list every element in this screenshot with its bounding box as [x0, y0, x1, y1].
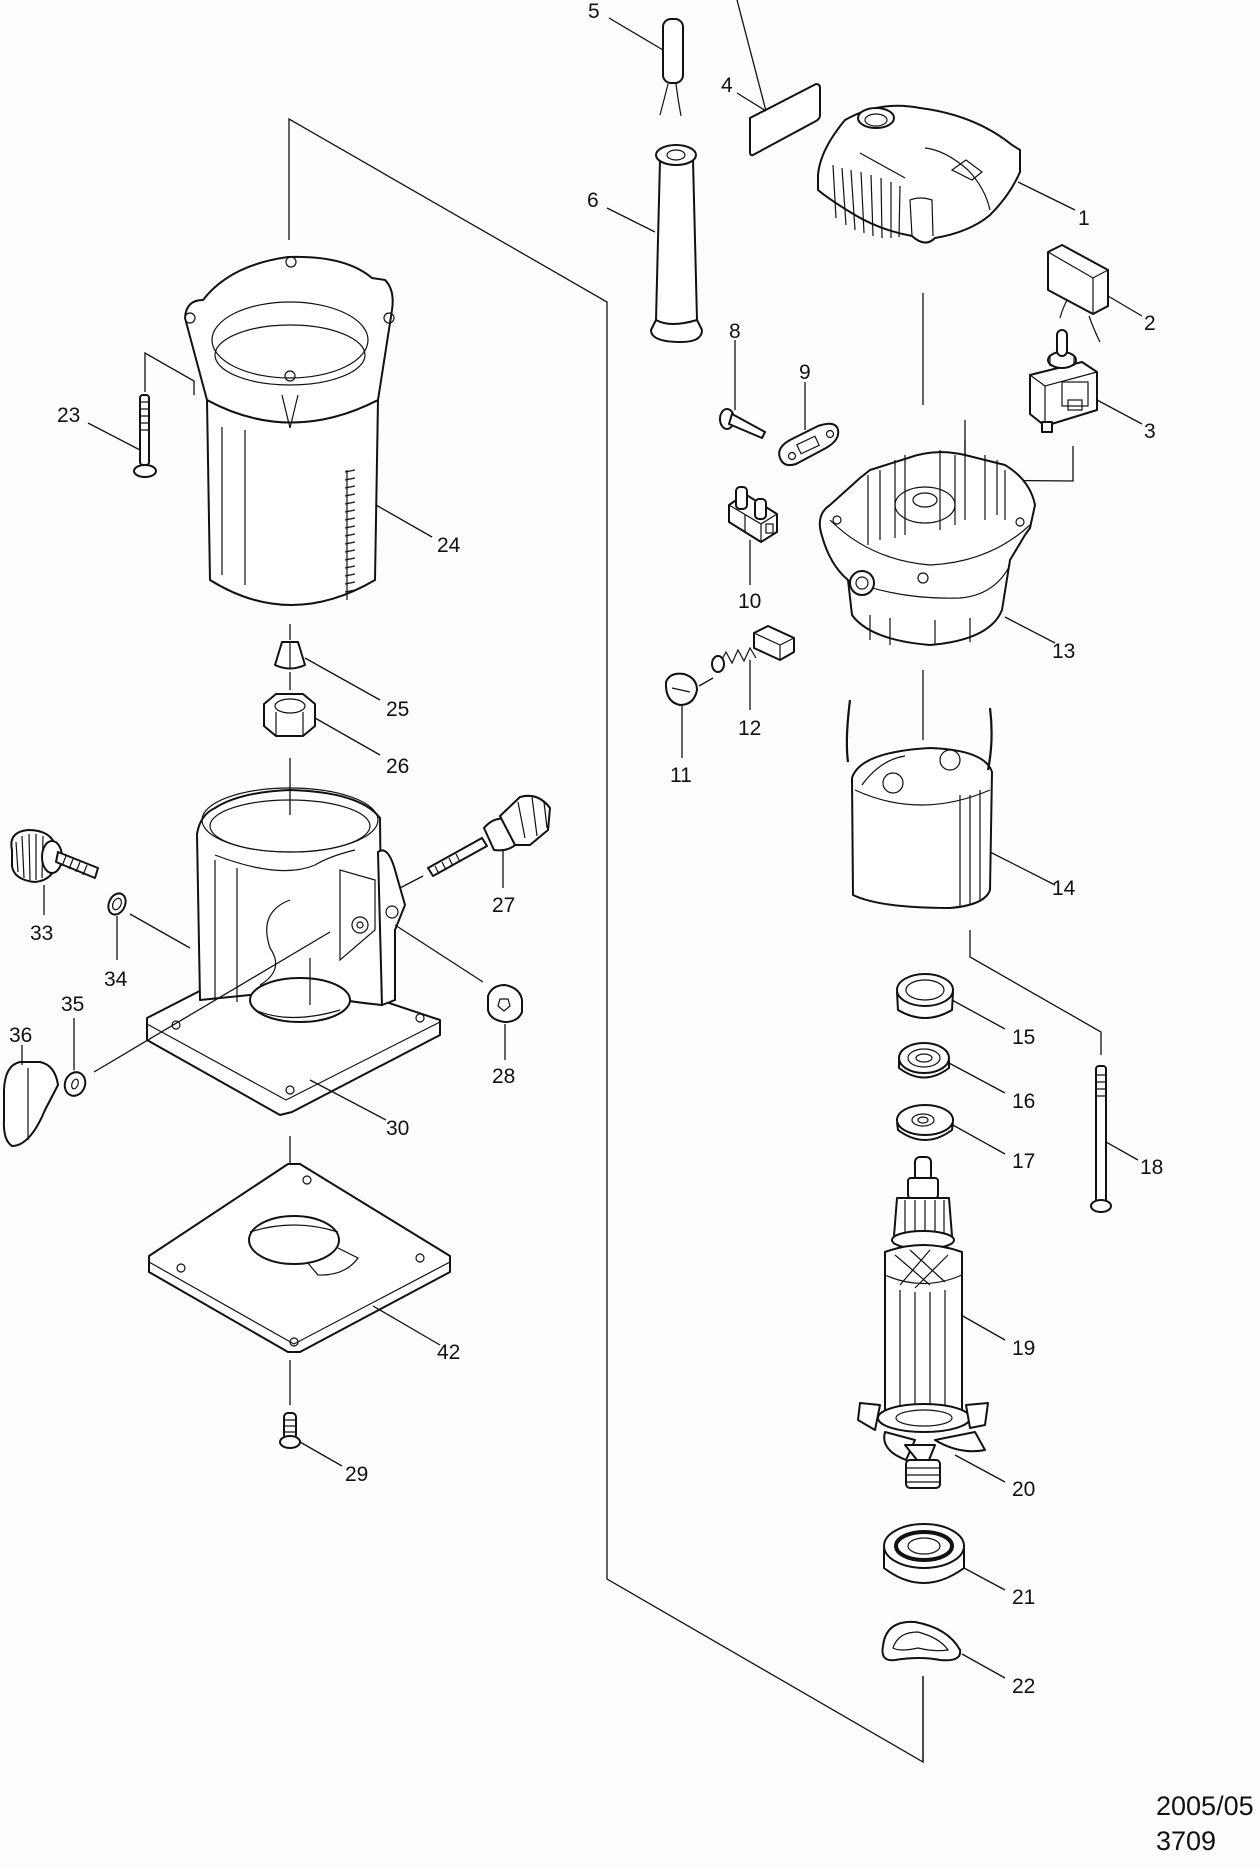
part-3-toggle-switch[interactable]: 3	[964, 329, 1156, 482]
part-label-21: 21	[1012, 1586, 1035, 1609]
part-label-34: 34	[104, 968, 128, 991]
housing-ribs	[867, 440, 1006, 545]
part-4-name-plate[interactable]: 4	[721, 0, 821, 157]
part-23-base-screw[interactable]: 23	[57, 351, 195, 478]
part-label-10: 10	[738, 590, 761, 613]
part-2-capacitor[interactable]: 2	[1047, 244, 1156, 343]
part-20-fan[interactable]: 20	[857, 1402, 1035, 1501]
assembly-frame-lines	[288, 117, 924, 1764]
part-label-22: 22	[1012, 1675, 1035, 1698]
part-label-20: 20	[1012, 1478, 1035, 1501]
part-9-strain-relief[interactable]: 9	[778, 361, 840, 467]
part-label-24: 24	[437, 534, 461, 557]
part-label-27: 27	[492, 894, 515, 917]
part-17-ball-bearing-small[interactable]: 16	[898, 1042, 1035, 1113]
part-27-adjusting-screw[interactable]: 27	[399, 794, 551, 917]
part-25-collet-cone[interactable]: 25	[274, 624, 409, 721]
part-28-hex-nut[interactable]: 28	[394, 924, 523, 1088]
part-24-motor-base-housing[interactable]: 24	[184, 255, 461, 606]
part-1-motor-housing-cover[interactable]: 1	[817, 104, 1090, 244]
part-label-17: 16	[1012, 1090, 1035, 1113]
part-42-base-plate[interactable]: 42	[148, 1163, 460, 1364]
part-label-14: 14	[1052, 877, 1076, 900]
part-label-16: 15	[1012, 1026, 1035, 1049]
part-label-8: 8	[729, 320, 741, 343]
part-19-armature[interactable]: 19	[884, 1156, 1035, 1420]
part-16-rubber-ring[interactable]: 15	[896, 973, 1035, 1049]
part-label-9: 9	[799, 361, 811, 384]
part-label-6: 6	[587, 189, 599, 212]
part-label-2: 2	[1144, 312, 1156, 335]
revision-date: 2005/05	[1156, 1791, 1254, 1821]
part-34-flat-washer-small[interactable]: 34	[104, 891, 191, 991]
part-label-36: 36	[9, 1024, 32, 1047]
part-label-42: 42	[437, 1341, 460, 1364]
part-18-bearing-insulator[interactable]: 17	[896, 1104, 1035, 1173]
part-label-1: 1	[1078, 207, 1090, 230]
part-6-cord-guard[interactable]: 6	[587, 144, 703, 343]
part-35-flat-washer[interactable]: 35	[61, 931, 331, 1099]
drawing-footer: 2005/05 3709	[1156, 1791, 1254, 1856]
part-label-30: 30	[386, 1117, 409, 1140]
part-12-carbon-brush[interactable]: 12	[711, 625, 795, 740]
part-label-29: 29	[345, 1463, 368, 1486]
part-label-28: 28	[492, 1065, 515, 1088]
part-15-long-screw[interactable]: 18	[1090, 1065, 1163, 1213]
part-label-26: 26	[386, 755, 409, 778]
part-label-3: 3	[1144, 420, 1156, 443]
cooling-vents	[832, 164, 901, 239]
part-10-terminal-block[interactable]: 10	[728, 486, 778, 613]
part-26-collet-nut[interactable]: 26	[263, 693, 409, 778]
part-label-15: 18	[1140, 1156, 1163, 1179]
part-5-power-cord[interactable]: 5	[588, 0, 684, 117]
part-21-ball-bearing-large[interactable]: 21	[883, 1523, 1035, 1609]
part-label-23: 23	[57, 404, 80, 427]
part-36-knob-cap[interactable]: 36	[2, 1024, 59, 1147]
part-11-brush-holder-cap[interactable]: 11	[664, 672, 714, 787]
depth-scale-marks	[344, 469, 356, 593]
part-30-trimmer-base[interactable]: 30	[146, 787, 441, 1140]
part-22-bearing-retainer[interactable]: 22	[881, 1620, 1036, 1698]
part-label-5: 5	[588, 0, 600, 23]
part-label-35: 35	[61, 993, 84, 1016]
part-label-12: 12	[738, 717, 761, 740]
part-label-13: 13	[1052, 640, 1075, 663]
part-14-field[interactable]: 14	[845, 699, 1102, 1055]
model-number: 3709	[1156, 1826, 1216, 1856]
part-33-clamp-knob[interactable]: 33	[10, 829, 99, 945]
part-8-tapping-screw[interactable]: 8	[719, 320, 766, 439]
part-13-motor-housing[interactable]: 13	[818, 440, 1076, 663]
part-label-18: 17	[1012, 1150, 1035, 1173]
part-label-11: 11	[670, 764, 692, 787]
part-label-25: 25	[386, 698, 409, 721]
part-label-33: 33	[30, 922, 53, 945]
part-label-19: 19	[1012, 1337, 1035, 1360]
part-label-4: 4	[721, 74, 733, 97]
part-29-pan-head-screw[interactable]: 29	[279, 1412, 368, 1486]
